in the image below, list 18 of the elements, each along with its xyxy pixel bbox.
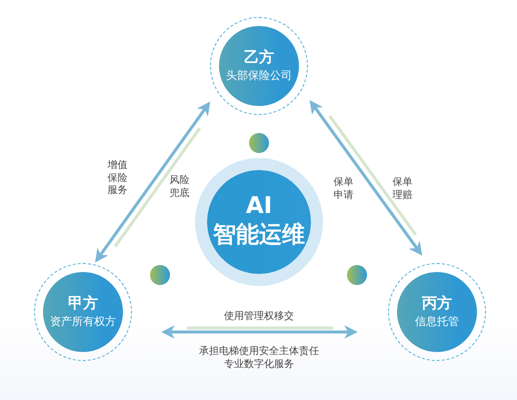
- circle-title: 甲方: [68, 294, 98, 312]
- double-arrow: [161, 325, 358, 339]
- circle-title: 丙方: [422, 294, 452, 312]
- double-arrow: [95, 102, 210, 262]
- circle-title: 乙方: [244, 48, 274, 66]
- circle-subtitle: 头部保险公司: [226, 69, 292, 84]
- circle-title: AI: [246, 193, 272, 221]
- flow-label: 风险兜底: [169, 175, 190, 200]
- circle-subtitle: 资产所有权方: [50, 315, 116, 330]
- circle-subtitle: 智能运维: [213, 220, 305, 250]
- flow-label: 保单理赔: [392, 177, 412, 202]
- circle-subtitle: 信息托管: [415, 315, 459, 330]
- flow-label: 增值保险服务: [107, 160, 128, 198]
- flow-label: 使用管理权移交: [224, 311, 294, 324]
- flow-label: 专业数字化服务: [224, 359, 294, 372]
- flow-label: 承担电梯使用安全主体责任: [199, 346, 319, 358]
- double-arrow: [310, 100, 422, 256]
- flow-label: 保单申请: [333, 177, 354, 202]
